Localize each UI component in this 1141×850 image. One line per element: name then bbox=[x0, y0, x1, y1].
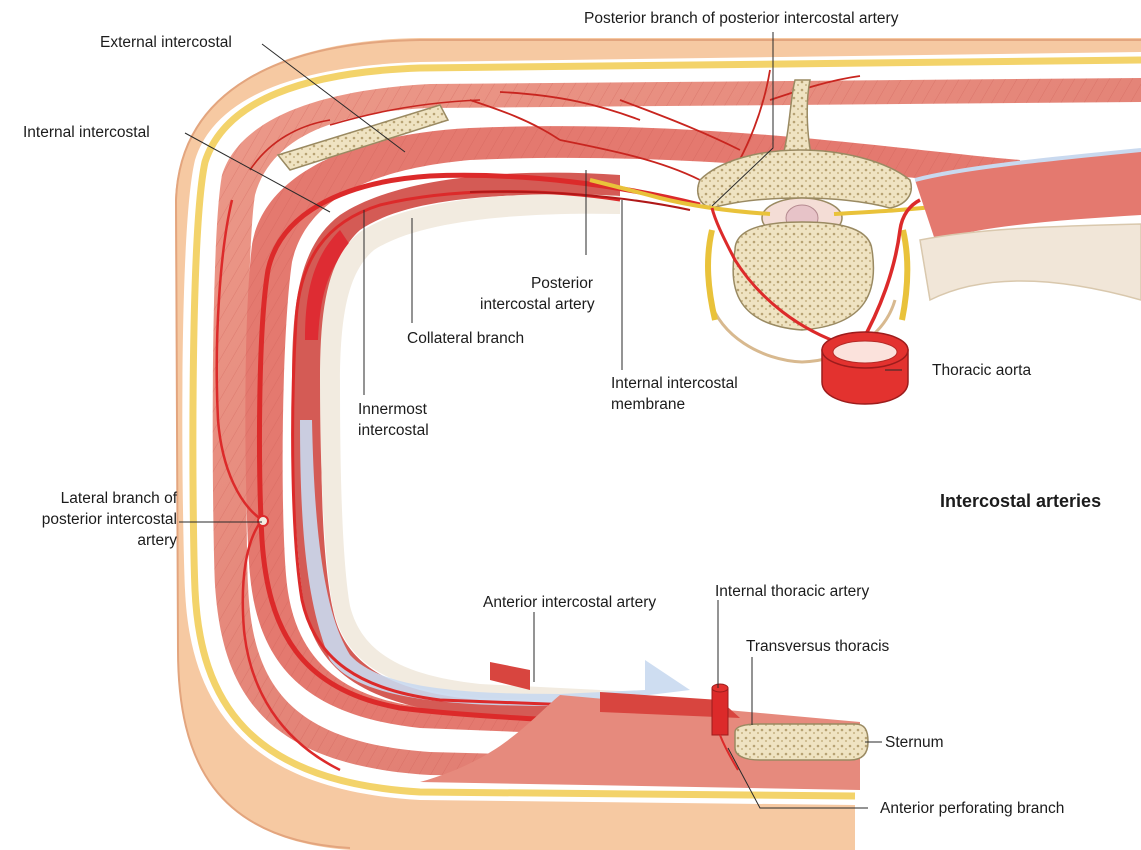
label-thoracic-aorta: Thoracic aorta bbox=[932, 361, 1031, 382]
label-anterior-perforating-branch: Anterior perforating branch bbox=[880, 799, 1064, 820]
label-innermost-intercostal-line2: intercostal bbox=[358, 421, 429, 442]
label-posterior-intercostal-artery-line2: intercostal artery bbox=[480, 295, 593, 316]
label-internal-intercostal-membrane-line1: Internal intercostal bbox=[611, 374, 738, 395]
label-posterior-intercostal-artery-line1: Posterior bbox=[480, 274, 593, 295]
label-internal-intercostal-membrane-line2: membrane bbox=[611, 395, 738, 416]
label-internal-intercostal-membrane: Internal intercostal membrane bbox=[611, 374, 738, 416]
label-lateral-branch-line2: posterior intercostal bbox=[0, 510, 177, 531]
label-anterior-intercostal-artery: Anterior intercostal artery bbox=[483, 593, 656, 614]
pleura-inner-surface bbox=[320, 194, 640, 704]
label-internal-intercostal: Internal intercostal bbox=[23, 123, 150, 144]
label-posterior-intercostal-artery: Posterior intercostal artery bbox=[480, 274, 593, 316]
label-innermost-intercostal: Innermost intercostal bbox=[358, 400, 429, 442]
label-transversus-thoracis: Transversus thoracis bbox=[746, 637, 889, 658]
label-posterior-branch: Posterior branch of posterior intercosta… bbox=[584, 9, 898, 30]
label-lateral-branch: Lateral branch of posterior intercostal … bbox=[0, 489, 177, 552]
figure-title: Intercostal arteries bbox=[940, 491, 1101, 512]
internal-thoracic-vessel bbox=[712, 688, 728, 735]
label-lateral-branch-line1: Lateral branch of bbox=[0, 489, 177, 510]
thoracic-aorta bbox=[822, 332, 908, 404]
label-innermost-intercostal-line1: Innermost bbox=[358, 400, 429, 421]
label-lateral-branch-line3: artery bbox=[0, 531, 177, 552]
label-internal-thoracic-artery: Internal thoracic artery bbox=[715, 582, 869, 603]
label-sternum: Sternum bbox=[885, 733, 944, 754]
label-collateral-branch: Collateral branch bbox=[407, 329, 524, 350]
sternum-bone bbox=[735, 724, 868, 760]
label-external-intercostal: External intercostal bbox=[100, 33, 232, 54]
